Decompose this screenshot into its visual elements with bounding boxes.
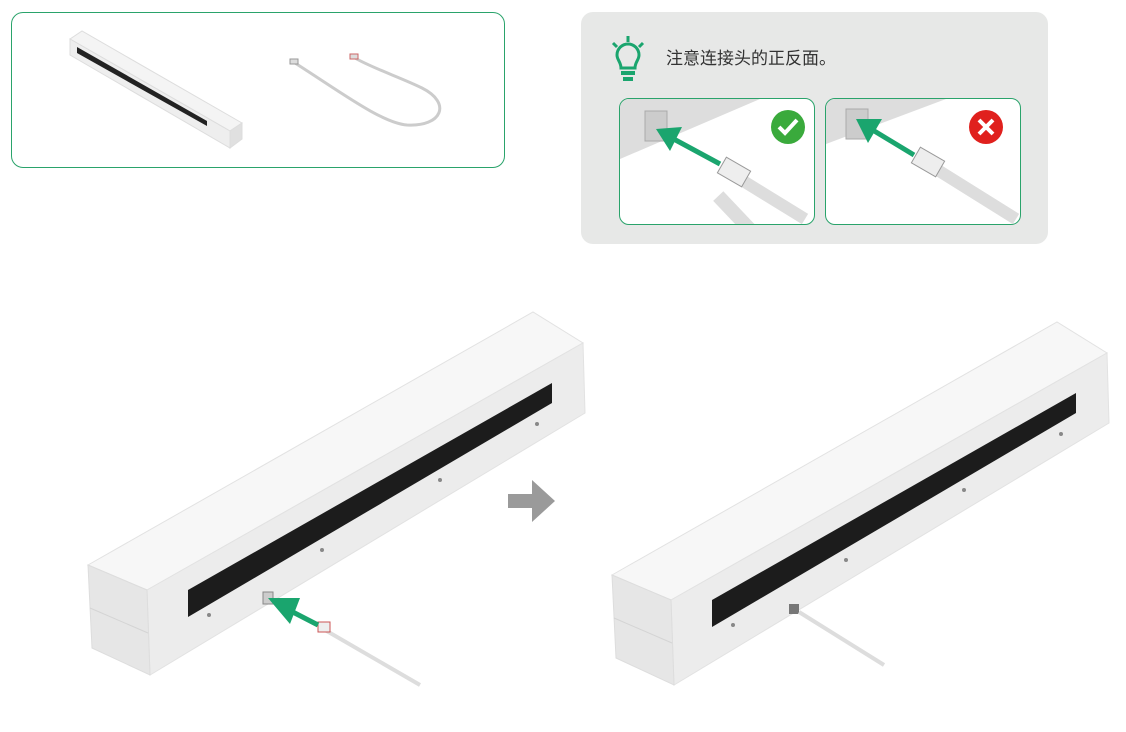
device-after — [611, 321, 1110, 686]
cable-illustration — [289, 53, 442, 127]
lightbulb-icon — [611, 36, 645, 81]
tip-box: 注意连接头的正反面。 — [581, 12, 1048, 244]
wrong-orientation-panel — [825, 98, 1021, 225]
parts-illustration — [69, 30, 442, 149]
check-icon — [771, 110, 805, 144]
cross-icon — [969, 110, 1003, 144]
device-before — [87, 311, 586, 687]
next-step-arrow — [508, 480, 555, 522]
insert-arrow — [268, 598, 300, 624]
correct-orientation-panel — [619, 98, 815, 225]
parts-box — [11, 12, 505, 168]
device-illustration-small — [69, 30, 243, 149]
tip-text: 注意连接头的正反面。 — [666, 49, 836, 69]
